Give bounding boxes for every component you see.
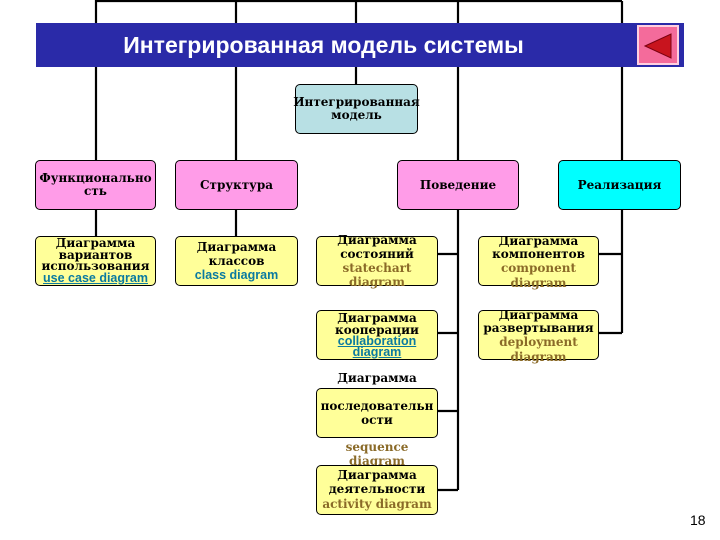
page-title: Интегрированная модель системы	[123, 32, 524, 58]
category-implementation: Реализация	[558, 160, 681, 210]
title-bar	[36, 23, 684, 67]
diagram-en-label: use case diagram	[43, 270, 148, 285]
diagram-en-label: statechart diagram	[342, 261, 412, 289]
diagram-ru-label: Диаграмма компонентов	[492, 234, 585, 261]
page-number: 18	[690, 512, 706, 528]
category-structure: Структура	[175, 160, 298, 210]
diagram-ru-label: последовательности	[320, 399, 434, 427]
category-label: Функциональность	[39, 171, 152, 198]
diagram-activity: Диаграмма деятельности activity diagram	[316, 465, 438, 515]
category-behavior: Поведение	[397, 160, 519, 210]
diagram-ru-label: Диаграмма состояний	[337, 233, 417, 261]
category-functionality: Функциональность	[35, 160, 156, 210]
diagram-sequence-en-label: sequence diagram	[345, 440, 409, 468]
back-button[interactable]	[637, 25, 679, 65]
root-node: Интегрированная модель	[293, 84, 420, 134]
back-arrow-icon	[643, 33, 672, 59]
diagram-sequence: последовательности	[316, 388, 438, 438]
diagram-ru-label: Диаграмма вариантов использования	[41, 236, 150, 274]
diagram-deployment: Диаграмма развертывания deployment diagr…	[478, 308, 599, 364]
diagram-collaboration: Диаграмма кооперации collaboration diagr…	[316, 310, 438, 360]
root-node-label: Интегрированная модель	[293, 95, 420, 122]
diagram-en-label: collaboration diagram	[337, 334, 417, 359]
category-label: Структура	[199, 177, 273, 192]
diagram-en-label: component diagram	[500, 261, 577, 290]
diagram-ru-label: Диаграмма кооперации	[335, 311, 419, 337]
diagram-statechart: Диаграмма состояний statechart diagram	[316, 233, 438, 289]
diagram-use-case: Диаграмма вариантов использования use ca…	[35, 236, 156, 286]
diagram-sequence-top-label: Диаграмма	[337, 371, 417, 385]
diagram-ru-label: Диаграмма классов	[196, 240, 277, 268]
diagram-component: Диаграмма компонентов component diagram	[478, 234, 599, 290]
diagram-en-label: deployment diagram	[499, 335, 578, 364]
diagram-ru-label: Диаграмма деятельности	[328, 468, 426, 496]
diagram-en-label: class diagram	[194, 268, 279, 282]
category-label: Реализация	[577, 177, 662, 192]
diagram-ru-label: Диаграмма развертывания	[483, 308, 594, 335]
diagram-class: Диаграмма классов class diagram	[175, 236, 298, 286]
category-label: Поведение	[419, 177, 497, 192]
diagram-en-label: activity diagram	[322, 497, 432, 511]
